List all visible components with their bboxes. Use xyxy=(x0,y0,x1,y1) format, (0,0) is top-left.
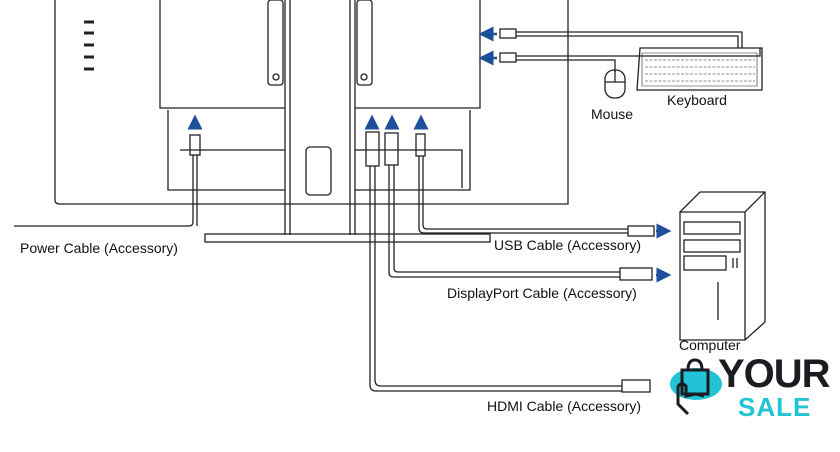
power-cable xyxy=(14,134,201,227)
displayport-cable xyxy=(384,132,653,281)
hdmi-cable-label: HDMI Cable (Accessory) xyxy=(487,398,642,414)
mouse-icon xyxy=(604,69,626,99)
keyboard-label: Keyboard xyxy=(667,92,727,108)
computer-label: Computer xyxy=(679,337,741,353)
yoursale-watermark-logo: YOUR SALE xyxy=(668,352,833,422)
peripheral-cables xyxy=(499,28,761,72)
computer-icon xyxy=(679,191,766,341)
mouse-label: Mouse xyxy=(591,106,634,122)
hdmi-cable xyxy=(365,131,651,393)
logo-text-your: YOUR xyxy=(718,352,831,396)
power-cable-label: Power Cable (Accessory) xyxy=(20,240,178,256)
logo-text-sale: SALE xyxy=(738,392,812,422)
monitor-back xyxy=(54,0,569,205)
shopping-bag-hand-icon xyxy=(670,358,722,416)
keyboard-icon xyxy=(636,47,763,91)
connection-arrows xyxy=(187,26,672,283)
usb-cable xyxy=(415,133,655,237)
displayport-cable-label: DisplayPort Cable (Accessory) xyxy=(447,285,637,301)
monitor-stand xyxy=(204,0,491,243)
usb-cable-label: USB Cable (Accessory) xyxy=(494,237,642,253)
